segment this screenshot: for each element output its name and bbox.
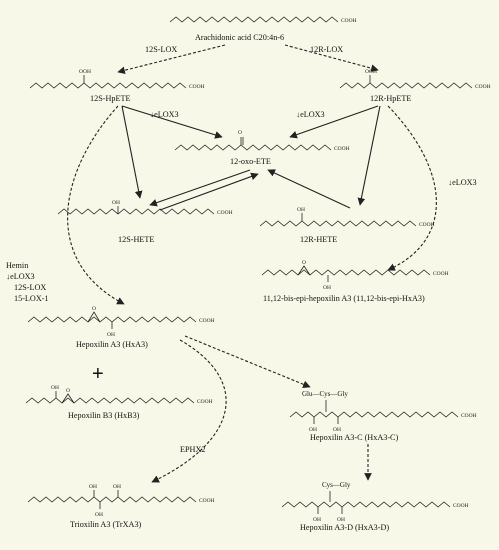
cooh-label: COOH: [433, 271, 449, 277]
arrow-oxo-to-12s-hete: [149, 169, 251, 207]
structure-hxa3-c: OH OH COOH: [289, 400, 477, 433]
oh-label: OH: [309, 427, 317, 433]
arrow-12s-hpete-to-hxa3: [67, 105, 125, 305]
label-bis-epi-hxa3: 11,12-bis-epi-hepoxilin A3 (11,12-bis-ep…: [263, 294, 425, 303]
label-12-oxo-ete: 12-oxo-ETE: [230, 157, 271, 166]
arrow-aa-to-12r-hpete: [284, 44, 379, 72]
enzyme-ephx2: EPHX2: [180, 445, 205, 454]
oh-label: OH: [107, 332, 115, 338]
oh-label: OH: [337, 517, 345, 523]
oh-label: OH: [313, 517, 321, 523]
epoxide-o-label: O: [92, 306, 96, 312]
label-hxb3: Hepoxilin B3 (HxB3): [68, 411, 140, 420]
structure-trxa3: OH OH OH COOH: [27, 484, 215, 518]
oh-label: OH: [95, 512, 103, 518]
oh-label: OH: [112, 200, 120, 206]
oh-label: OH: [89, 484, 97, 490]
oh-label: OH: [333, 427, 341, 433]
cooh-label: COOH: [461, 413, 477, 419]
structure-bis-epi-hxa3: O OH COOH: [261, 260, 449, 291]
structure-hxa3: O OH COOH: [27, 306, 215, 338]
label-12r-hpete: 12R-HpETE: [370, 94, 411, 103]
arrow-12s-hpete-to-oxo: [121, 105, 223, 139]
structure-12s-hete: OH COOH: [57, 200, 233, 216]
cooh-label: COOH: [453, 503, 469, 509]
arrow-12r-hete-to-oxo: [267, 169, 351, 209]
enzyme-12r-lox: 12R-LOX: [310, 45, 343, 54]
label-12r-hete: 12R-HETE: [300, 235, 337, 244]
structure-12r-hpete: OOH COOH: [339, 69, 491, 90]
cys-gly-label: Cys—Gly: [322, 481, 351, 489]
enzyme-15-lox-1: 15-LOX-1: [14, 294, 49, 303]
oxo-o-label: O: [238, 130, 242, 136]
oh-label: OH: [51, 385, 59, 391]
structure-hxb3: OH O COOH: [25, 385, 213, 405]
epoxide-o-label: O: [66, 388, 70, 394]
arrow-12s-hete-to-oxo: [159, 172, 259, 211]
arrow-12r-hpete-to-bis-epi: [387, 105, 437, 271]
structure-12-oxo-ete: O COOH: [174, 130, 350, 152]
enzyme-hemin: Hemin: [6, 261, 28, 270]
label-12s-hpete: 12S-HpETE: [90, 94, 130, 103]
enzyme-elox3-a: ↓eLOX3: [150, 110, 179, 119]
oh-label: OH: [323, 285, 331, 291]
ooh-label: OOH: [365, 69, 377, 75]
epoxide-o-label: O: [302, 260, 306, 266]
ooh-label: OOH: [79, 69, 91, 75]
enzyme-elox3-c: ↓eLOX3: [448, 178, 477, 187]
label-hxa3-c: Hepoxilin A3-C (HxA3-C): [310, 433, 399, 442]
structure-12s-hpete: OOH COOH: [29, 69, 205, 90]
cooh-label: COOH: [334, 146, 350, 152]
structure-hxa3-d: OH OH COOH: [281, 491, 469, 523]
cooh-label: COOH: [475, 84, 491, 90]
arrow-12r-hpete-to-oxo: [289, 105, 379, 139]
label-arachidonic-acid: Arachidonic acid C20:4n-6: [195, 33, 284, 42]
enzyme-12s-lox-b: 12S-LOX: [14, 283, 46, 292]
arrow-aa-to-12s-hpete: [117, 44, 226, 75]
enzyme-12s-lox: 12S-LOX: [145, 45, 177, 54]
label-hxa3-d: Hepoxilin A3-D (HxA3-D): [300, 523, 389, 532]
oh-label: OH: [113, 484, 121, 490]
label-hxa3: Hepoxilin A3 (HxA3): [76, 340, 148, 349]
structure-arachidonic-acid: COOH: [169, 16, 357, 24]
cooh-label: COOH: [199, 498, 215, 504]
cooh-label: COOH: [189, 84, 205, 90]
label-12s-hete: 12S-HETE: [118, 235, 154, 244]
arrow-12r-hpete-to-12r-hete: [357, 105, 381, 206]
enzyme-elox3-d: ↓eLOX3: [6, 272, 35, 281]
cooh-label: COOH: [197, 399, 213, 405]
cooh-label: COOH: [419, 222, 435, 228]
enzyme-elox3-b: ↓eLOX3: [296, 110, 325, 119]
arrow-12s-hpete-to-12s-hete: [121, 105, 143, 199]
cooh-label: COOH: [341, 18, 357, 24]
structure-12r-hete: OH COOH: [259, 207, 435, 228]
plus-sign: +: [92, 363, 104, 385]
arrow-hxa3-to-trxa3: [151, 339, 227, 483]
label-trxa3: Trioxilin A3 (TrXA3): [70, 520, 142, 529]
oh-label: OH: [297, 207, 305, 213]
arrow-hxa3-to-hxa3-c: [184, 335, 311, 388]
cooh-label: COOH: [217, 210, 233, 216]
glu-cys-gly-label: Glu—Cys—Gly: [302, 390, 348, 398]
cooh-label: COOH: [199, 318, 215, 324]
